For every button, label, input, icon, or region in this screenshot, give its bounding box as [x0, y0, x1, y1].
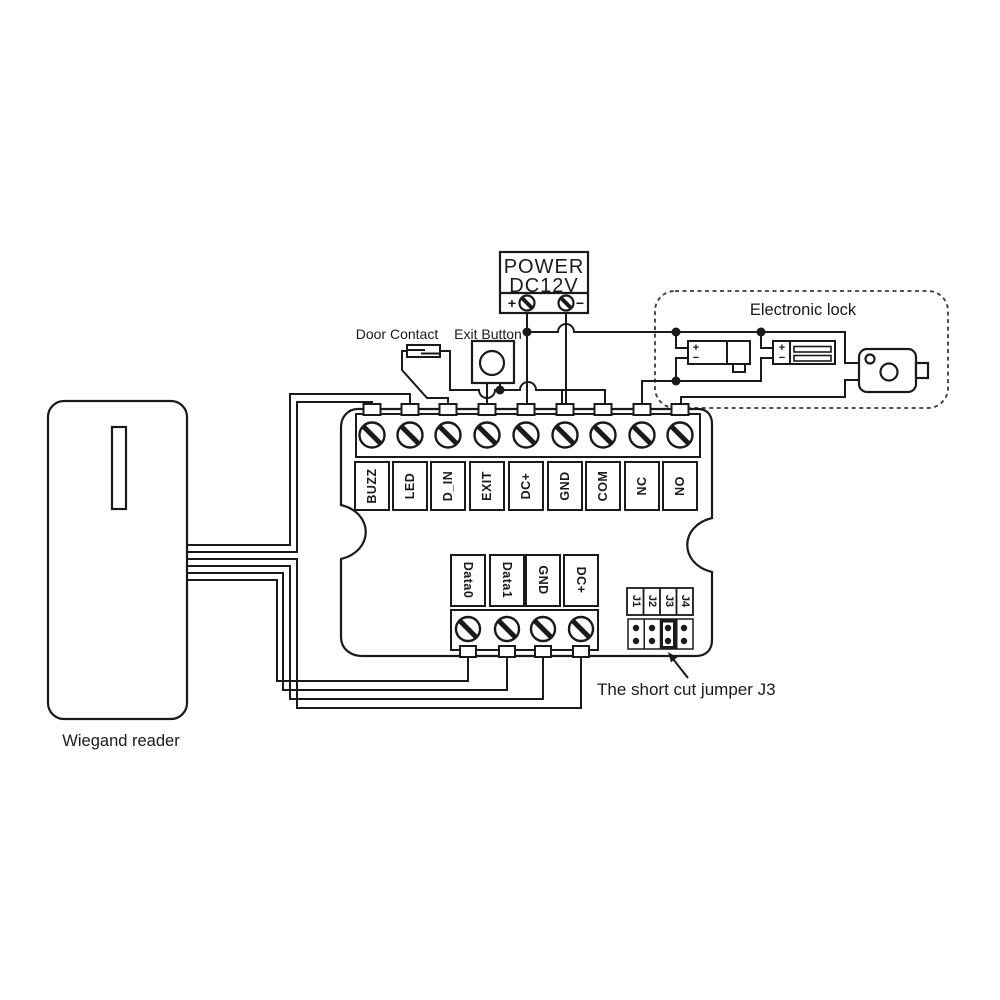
terminal-label-data0: Data0 — [461, 561, 475, 599]
wire-reader-to-data0 — [187, 579, 469, 682]
wire-bolt-lock-minus-stub — [675, 357, 688, 381]
terminal-label-com: COM — [596, 470, 610, 502]
jumper-label-j4: J4 — [678, 594, 691, 608]
exit-button-symbol — [470, 339, 516, 385]
jumper-label-j3: J3 — [662, 594, 675, 608]
magnetic-lock-symbol — [772, 340, 836, 365]
bolt-lock-minus-sign: − — [692, 352, 700, 364]
wire-reader-to-buzz — [187, 401, 373, 553]
terminal-label-led: LED — [403, 472, 417, 500]
bolt-lock-plus-sign: + — [692, 342, 700, 354]
wire-reader-to-gnd — [187, 565, 544, 700]
wire-reader-to-data1 — [187, 572, 508, 691]
jumper-label-block — [626, 587, 694, 616]
power-plus-sign: + — [507, 295, 517, 311]
terminal-label-gnd: GND — [558, 471, 572, 501]
door-contact-label: Door Contact — [355, 326, 439, 342]
exit-button-label: Exit Button — [454, 326, 522, 342]
power-supply-box — [498, 250, 590, 315]
wiegand-reader-symbol — [46, 399, 189, 721]
wire-ground-to-com — [562, 389, 606, 409]
controller-board-outline — [339, 407, 714, 658]
power-minus-sign: − — [575, 295, 585, 311]
bolt-lock-symbol — [687, 340, 751, 373]
jumper-cap-j3 — [660, 619, 676, 649]
jumper-note-arrow — [668, 652, 689, 679]
bottom-terminal-label-boxes — [450, 554, 599, 607]
jumper-label-j1: J1 — [629, 594, 642, 608]
top-terminal-screws — [358, 421, 694, 449]
door-contact-symbol — [406, 344, 441, 358]
terminal-label-no: NO — [673, 476, 687, 496]
wire-bolt-lock-plus-stub — [675, 332, 688, 349]
terminal-label-exit: EXIT — [480, 471, 494, 501]
wiegand-reader-label: Wiegand reader — [62, 732, 180, 750]
bottom-terminal-screws — [454, 615, 595, 643]
power-title-line1: POWER — [503, 256, 585, 278]
junction-dots — [495, 327, 766, 395]
top-terminal-tabs — [362, 403, 690, 416]
terminal-label-gnd-bottom: GND — [536, 565, 550, 595]
terminal-label-dcplus-bottom: DC+ — [574, 566, 588, 594]
wire-door-contact-to-din — [401, 350, 449, 409]
electronic-lock-label: Electronic lock — [749, 301, 857, 319]
terminal-label-nc: NC — [635, 476, 649, 496]
bottom-terminal-tabs — [459, 645, 590, 658]
wire-mag-lock-plus-stub — [760, 332, 773, 349]
wire-reader-to-dcplus — [187, 558, 582, 709]
electronic-lock-enclosure — [654, 290, 949, 409]
wire-no-return — [680, 379, 859, 409]
terminal-label-data1: Data1 — [500, 561, 514, 599]
terminal-label-dcplus: DC+ — [519, 472, 533, 500]
bottom-terminal-block — [450, 609, 599, 651]
terminal-label-din: D_IN — [441, 470, 455, 502]
wire-reader-to-led — [187, 393, 411, 546]
wire-door-contact-ground — [440, 350, 563, 409]
power-title-line2: DC12V — [509, 275, 579, 297]
mag-lock-plus-sign: + — [778, 342, 786, 354]
strike-lock-symbol — [857, 347, 930, 394]
terminal-label-buzz: BUZZ — [365, 468, 379, 504]
mag-lock-minus-sign: − — [778, 352, 786, 364]
jumper-pins — [632, 624, 688, 645]
wire-nc-return-bus — [641, 357, 773, 409]
top-terminal-label-boxes — [354, 461, 698, 511]
wire-power-bus-to-locks — [527, 323, 859, 364]
jumper-note-label: The short cut jumper J3 — [597, 680, 776, 699]
jumper-label-j2: J2 — [646, 594, 658, 608]
